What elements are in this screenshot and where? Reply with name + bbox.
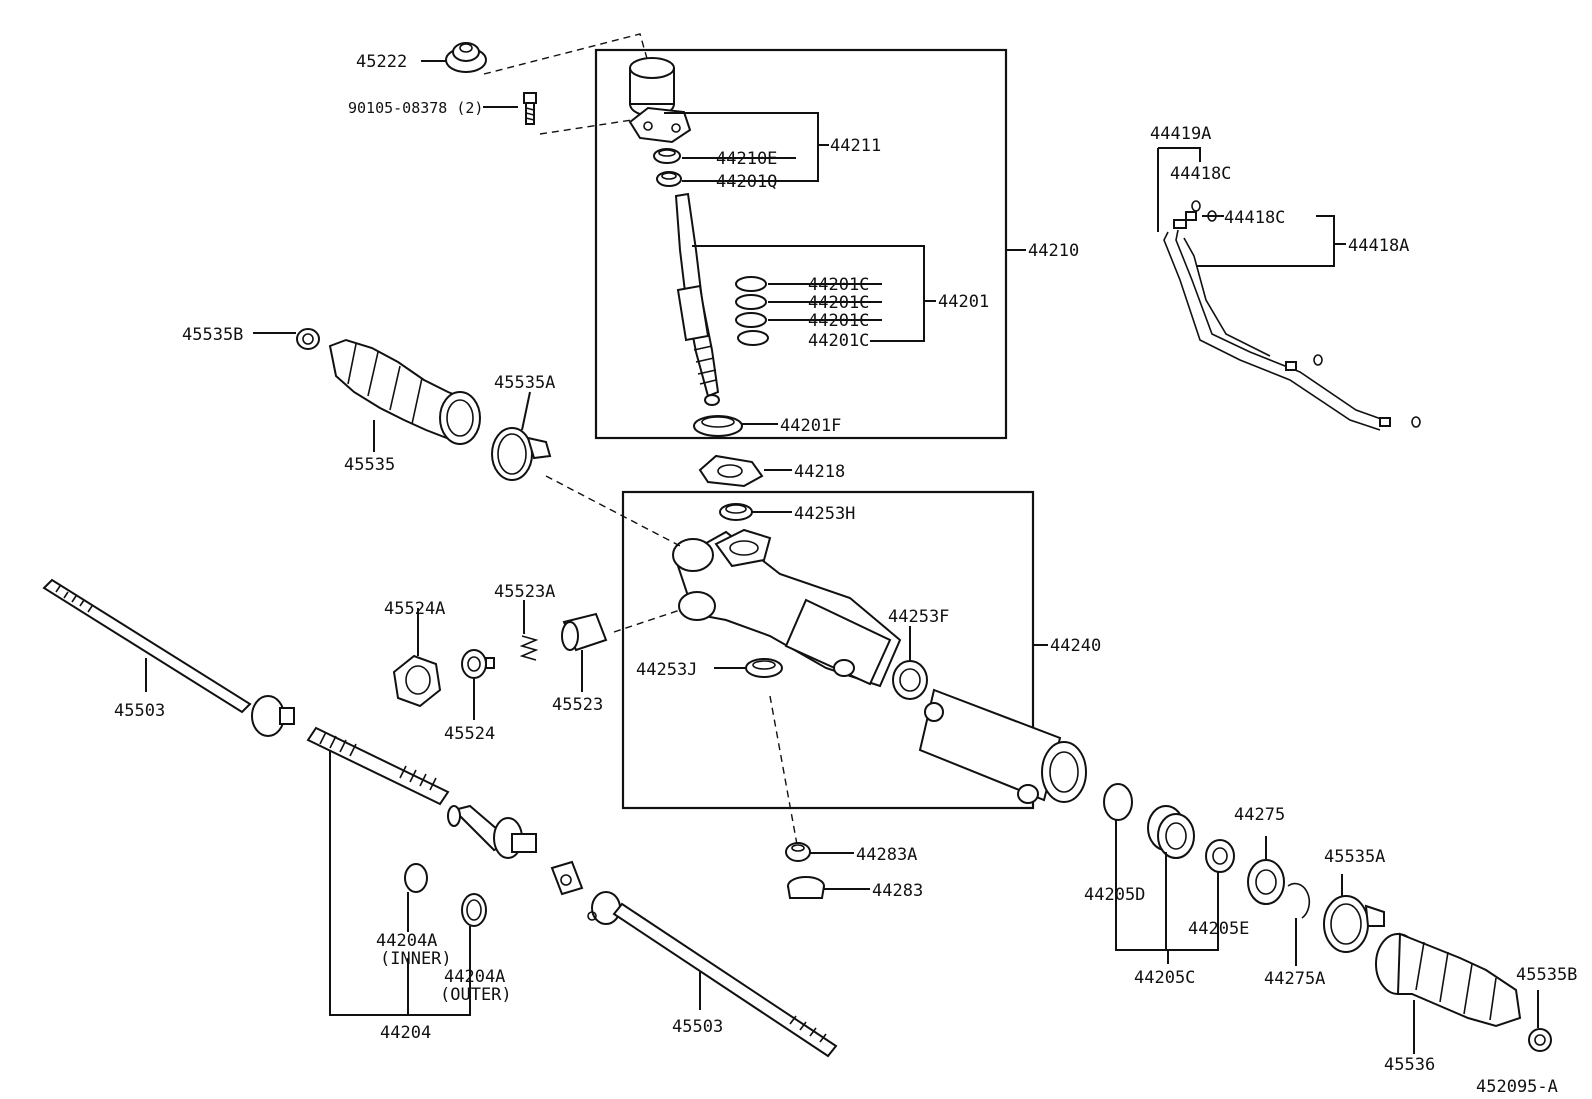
- label-45535B-top: 45535B: [182, 325, 243, 345]
- label-44240: 44240: [1050, 636, 1101, 656]
- label-45524: 45524: [444, 724, 495, 744]
- label-45535A-right: 45535A: [1324, 847, 1385, 867]
- o-ring-44205D[interactable]: [1103, 783, 1133, 821]
- clamp-45535A-right[interactable]: [1323, 895, 1385, 953]
- label-45523A: 45523A: [494, 582, 555, 602]
- spring-45523A[interactable]: [519, 635, 539, 661]
- snap-ring-44275A[interactable]: [1287, 882, 1311, 919]
- seal-44204A-inner[interactable]: [404, 863, 428, 893]
- group-box-44210: [594, 48, 1008, 440]
- label-44205E: 44205E: [1188, 919, 1249, 939]
- bearing-44201F[interactable]: [693, 415, 743, 437]
- tie-rod-45503-left[interactable]: [42, 578, 295, 737]
- clamp-45535B-right[interactable]: [1528, 1028, 1552, 1052]
- bushing-44253F[interactable]: [892, 660, 928, 700]
- rack-housing-44240[interactable]: [672, 528, 902, 688]
- label-45523: 45523: [552, 695, 603, 715]
- lock-nut-44283[interactable]: [787, 876, 825, 899]
- label-44201Q: 44201Q: [716, 172, 777, 192]
- label-44275: 44275: [1234, 805, 1285, 825]
- label-44201C-2: 44201C: [808, 293, 869, 313]
- dashed-guide-clamp: [545, 475, 685, 549]
- label-45535B-right: 45535B: [1516, 965, 1577, 985]
- label-44205C: 44205C: [1134, 968, 1195, 988]
- group-box-44240: [621, 490, 1035, 810]
- label-44204A-inner-note: (INNER): [380, 949, 452, 969]
- label-44210: 44210: [1028, 241, 1079, 261]
- label-44275A: 44275A: [1264, 969, 1325, 989]
- label-44201C-3: 44201C: [808, 311, 869, 331]
- tie-rod-45503-right[interactable]: [587, 891, 838, 1058]
- bushing-44204A-outer[interactable]: [461, 893, 487, 927]
- label-44205D: 44205D: [1084, 885, 1145, 905]
- bushing-44253J[interactable]: [745, 658, 783, 678]
- label-44419A: 44419A: [1150, 124, 1211, 144]
- label-44418C-b: 44418C: [1224, 208, 1285, 228]
- label-44204A-outer: 44204A: [444, 967, 505, 987]
- label-45535A-top: 45535A: [494, 373, 555, 393]
- label-45535-left: 45535: [344, 455, 395, 475]
- seal-rings-44201C[interactable]: [735, 276, 769, 346]
- bushing-44253H[interactable]: [719, 503, 753, 521]
- plug-44283A[interactable]: [785, 842, 811, 862]
- label-44218: 44218: [794, 462, 845, 482]
- label-90105-08378: 90105-08378 (2): [348, 99, 483, 117]
- guide-spring-cap-45524[interactable]: [461, 649, 495, 679]
- label-44201F: 44201F: [780, 416, 841, 436]
- label-44211: 44211: [830, 136, 881, 156]
- bushing-44275[interactable]: [1247, 859, 1285, 905]
- pinion-housing-44211[interactable]: [628, 57, 692, 144]
- diagram-code: 452095-A: [1476, 1077, 1558, 1097]
- boot-45536[interactable]: [1375, 932, 1522, 1028]
- oil-seal-44210E[interactable]: [653, 148, 681, 164]
- o-rings-44418C[interactable]: [1191, 200, 1421, 428]
- lock-nut-45524A[interactable]: [392, 654, 442, 708]
- leader-lines: [145, 60, 1539, 1054]
- gasket-44218[interactable]: [698, 454, 764, 488]
- label-45536: 45536: [1384, 1055, 1435, 1075]
- label-44204A-outer-note: (OUTER): [440, 985, 512, 1005]
- pinion-shaft[interactable]: [674, 192, 720, 406]
- dust-cover-45222[interactable]: [445, 42, 487, 73]
- pressure-tubes-44419A[interactable]: [1163, 211, 1391, 431]
- lock-washer[interactable]: [550, 860, 584, 896]
- dashed-guide-plug: [769, 695, 799, 851]
- label-44201C-4: 44201C: [808, 331, 869, 351]
- label-44204: 44204: [380, 1023, 431, 1043]
- clamp-45535B-left[interactable]: [296, 328, 320, 350]
- label-45503-bottom: 45503: [672, 1017, 723, 1037]
- label-45524A: 45524A: [384, 599, 445, 619]
- rack-bar[interactable]: [306, 726, 537, 859]
- label-45503-left: 45503: [114, 701, 165, 721]
- dashed-guide-cap: [483, 33, 649, 75]
- label-44418C-a: 44418C: [1170, 164, 1231, 184]
- clamp-45535A-left[interactable]: [491, 427, 552, 481]
- label-44418A: 44418A: [1348, 236, 1409, 256]
- rack-housing-tube[interactable]: [918, 688, 1087, 804]
- label-44253H: 44253H: [794, 504, 855, 524]
- dashed-guide-bolt: [539, 119, 633, 135]
- label-44283: 44283: [872, 881, 923, 901]
- cylinder-end-stopper[interactable]: [1147, 805, 1195, 859]
- rack-guide-45523[interactable]: [561, 612, 608, 652]
- label-44204A-inner: 44204A: [376, 931, 437, 951]
- label-44210E: 44210E: [716, 149, 777, 169]
- bearing-44201Q[interactable]: [656, 171, 682, 187]
- label-44253F: 44253F: [888, 607, 949, 627]
- bolt-90105-08378[interactable]: [523, 92, 537, 125]
- boot-45535-left[interactable]: [328, 338, 481, 445]
- label-45222: 45222: [356, 52, 407, 72]
- label-44201C-1: 44201C: [808, 275, 869, 295]
- label-44201: 44201: [938, 292, 989, 312]
- label-44253J: 44253J: [636, 660, 697, 680]
- label-44283A: 44283A: [856, 845, 917, 865]
- seal-44205E[interactable]: [1205, 839, 1235, 873]
